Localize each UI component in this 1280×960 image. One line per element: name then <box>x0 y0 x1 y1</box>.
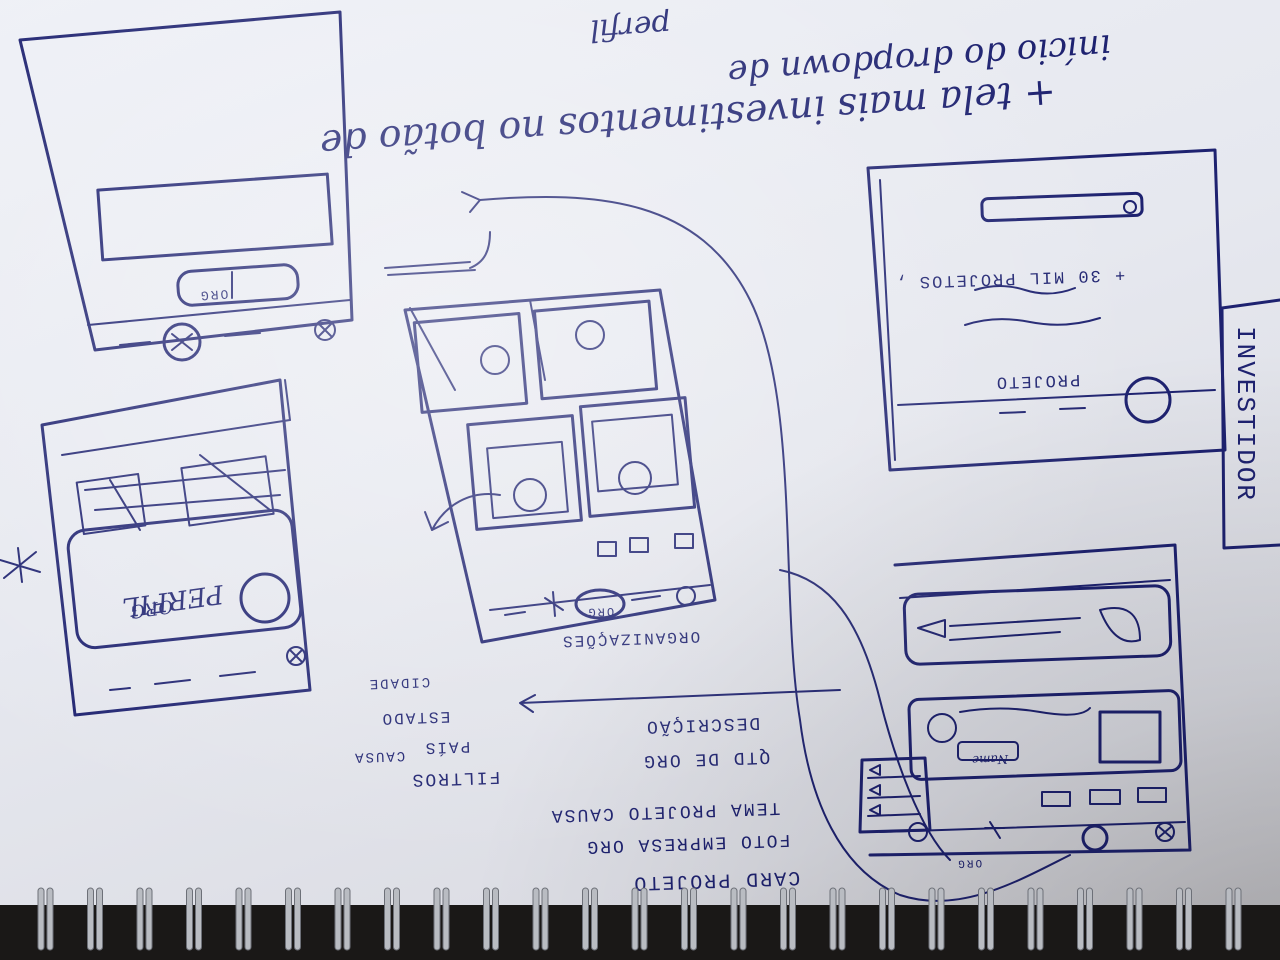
filter-3: CAUSA <box>353 747 406 765</box>
spiral-ring <box>37 887 54 951</box>
filter-2: ESTADO <box>380 707 450 727</box>
bottom-right-chip: Name <box>972 752 1010 767</box>
center-caption: ORGANIZAÇÕES <box>561 627 701 651</box>
spiral-ring <box>1126 887 1143 951</box>
spiral-ring <box>433 887 450 951</box>
spiral-ring <box>334 887 351 951</box>
center-phone-sketch <box>403 288 717 644</box>
flow-arrows <box>384 191 1071 902</box>
filter-4: CIDADE <box>367 673 430 691</box>
spiral-ring <box>631 887 648 951</box>
top-left-phone-sketch <box>18 10 354 362</box>
spiral-binding <box>0 905 1280 960</box>
spiral-ring <box>235 887 252 951</box>
spiral-ring <box>136 887 153 951</box>
filters-title: FILTROS <box>410 766 500 789</box>
spiral-ring <box>532 887 549 951</box>
note-item-4: QTD DE ORG <box>642 746 771 770</box>
spiral-ring <box>879 887 895 951</box>
top-left-pill-label: ORG <box>198 286 228 303</box>
spiral-ring <box>780 887 796 951</box>
investor-phone-sketch <box>866 148 1227 472</box>
spiral-ring <box>1176 887 1192 951</box>
spiral-ring <box>928 887 945 951</box>
note-item-5: DESCRIÇÃO <box>645 712 761 737</box>
spiral-ring <box>681 887 697 951</box>
spiral-ring <box>87 887 103 951</box>
top-note-line-3: perfil <box>589 7 672 48</box>
spiral-ring <box>582 887 598 951</box>
investor-project-title: PROJETO <box>994 369 1080 391</box>
investor-label-box <box>1220 298 1280 550</box>
spiral-ring <box>730 887 747 951</box>
spiral-ring <box>1077 887 1093 951</box>
spiral-ring <box>829 887 846 951</box>
left-phone-sketch <box>40 378 312 717</box>
spiral-ring <box>1027 887 1044 951</box>
asterisk-mark <box>0 547 41 583</box>
side-label: INVESTIDOR <box>1230 326 1260 502</box>
filter-1: PAÍS <box>423 737 470 758</box>
spiral-ring <box>1225 887 1242 951</box>
center-nav-badge: ORG <box>586 604 614 619</box>
spiral-ring <box>384 887 400 951</box>
bottom-right-phone-sketch <box>858 543 1192 857</box>
spiral-ring <box>978 887 994 951</box>
bottom-right-nav-label: ORG <box>956 856 982 869</box>
spiral-ring <box>285 887 301 951</box>
spiral-ring <box>186 887 202 951</box>
spiral-ring <box>483 887 499 951</box>
